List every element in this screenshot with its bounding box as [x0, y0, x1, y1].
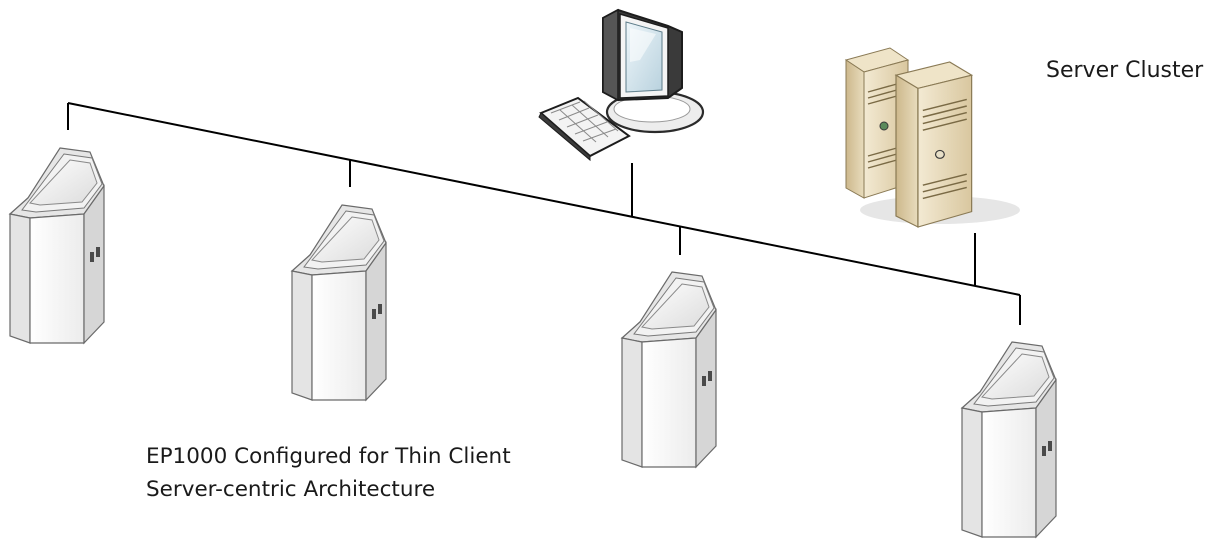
diagram-caption: EP1000 Configured for Thin Client Server…: [146, 440, 511, 506]
server-icon: [895, 61, 973, 228]
workstation-icon: [538, 8, 705, 162]
kiosk-icon: [291, 204, 387, 401]
network-cabling: [67, 102, 1021, 325]
caption-line-1: EP1000 Configured for Thin Client: [146, 444, 511, 469]
kiosk-icon: [9, 147, 105, 344]
caption-line-2: Server-centric Architecture: [146, 477, 436, 502]
server-cluster-icon: [845, 47, 1020, 228]
network-backbone-line: [67, 102, 1021, 296]
kiosk-icon: [621, 271, 717, 468]
kiosk-icon: [961, 341, 1057, 538]
server-cluster-label: Server Cluster: [1046, 58, 1204, 83]
